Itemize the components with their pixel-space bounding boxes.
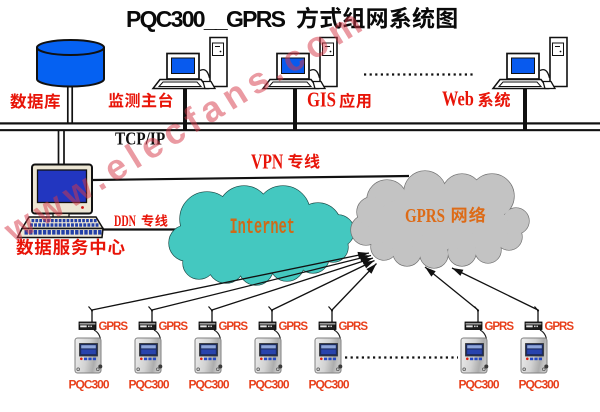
svg-text:TCP/IP: TCP/IP [115,129,165,149]
svg-text:DDN: DDN [114,212,136,230]
svg-text:VPN: VPN [251,150,284,174]
svg-text:PQC300: PQC300 [249,378,290,392]
svg-text:GPRS: GPRS [339,321,369,333]
svg-text:GPRS: GPRS [405,204,445,227]
svg-text:PQC300: PQC300 [69,378,110,392]
svg-text:Web: Web [442,88,474,111]
svg-text:PQC300__GPRS: PQC300__GPRS [126,6,286,32]
svg-text:GPRS: GPRS [99,321,129,333]
svg-text:GIS: GIS [307,89,336,112]
svg-text:GPRS: GPRS [545,321,575,333]
svg-text:PQC300: PQC300 [519,378,560,392]
svg-text:GPRS: GPRS [159,321,189,333]
svg-text:GPRS: GPRS [219,321,249,333]
svg-text:PQC300: PQC300 [129,378,170,392]
svg-text:GPRS: GPRS [485,321,515,333]
svg-text:PQC300: PQC300 [189,378,230,392]
svg-text:PQC300: PQC300 [309,378,350,392]
svg-text:GPRS: GPRS [279,321,309,333]
svg-text:PQC300: PQC300 [459,378,500,392]
svg-text:Internet: Internet [230,216,295,240]
